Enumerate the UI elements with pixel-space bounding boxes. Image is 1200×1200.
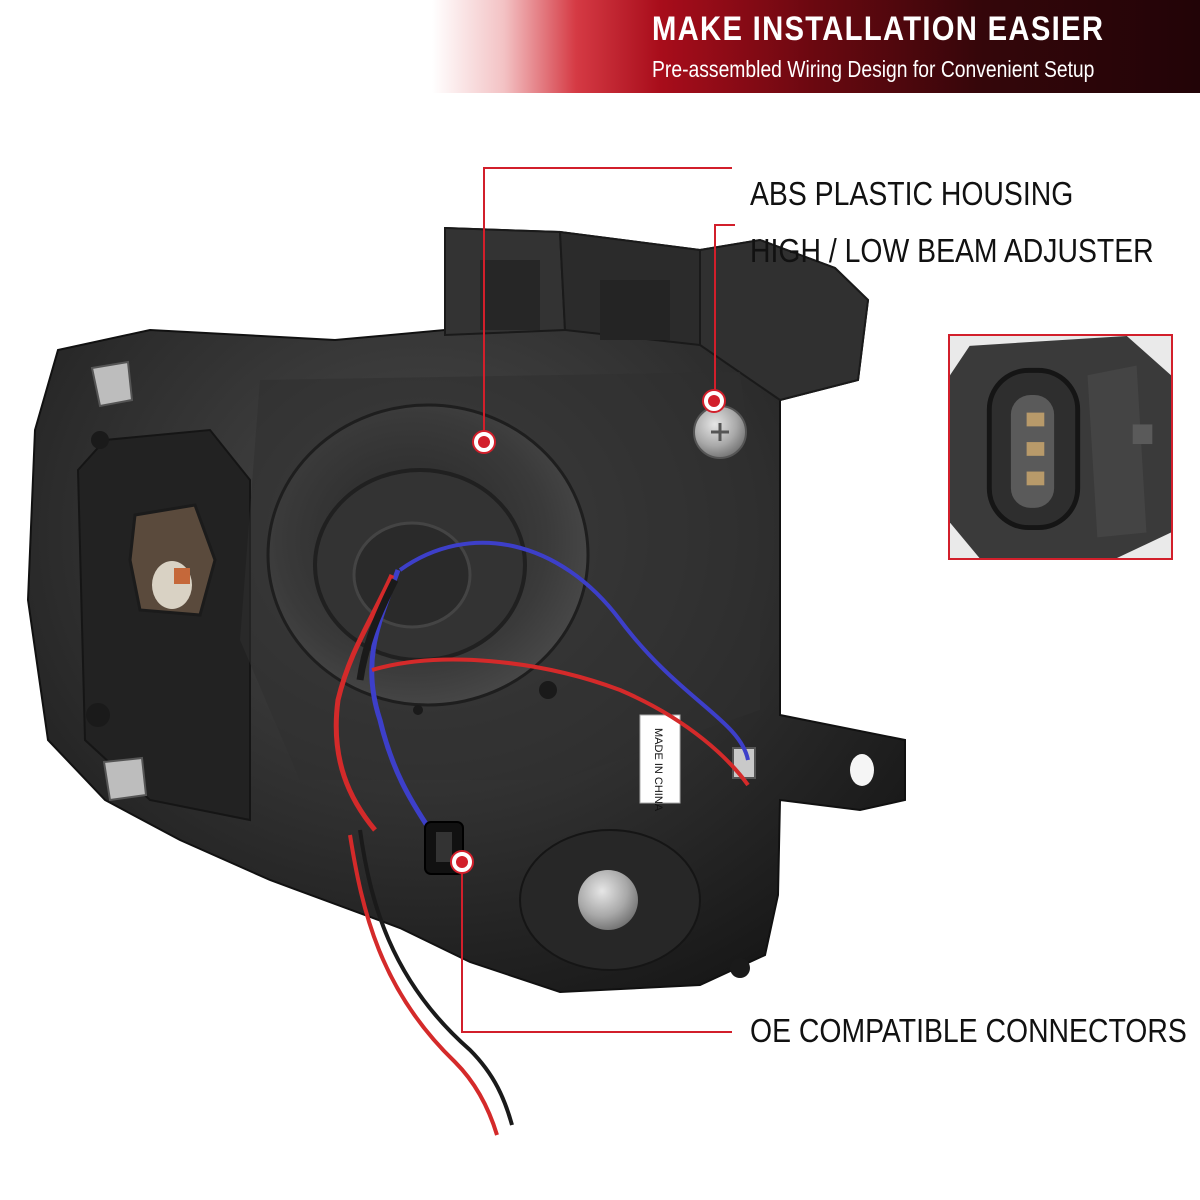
connector-closeup-inset — [948, 334, 1173, 560]
callout-oe-connectors: OE COMPATIBLE CONNECTORS — [750, 1012, 1187, 1049]
callout-abs-plastic-housing: ABS PLASTIC HOUSING — [750, 175, 1074, 212]
header-banner: MAKE INSTALLATION EASIER Pre-assembled W… — [0, 0, 1200, 93]
made-in-china-sticker: MADE IN CHINA — [652, 728, 664, 812]
banner-subtitle: Pre-assembled Wiring Design for Convenie… — [652, 56, 1095, 82]
banner-title: MAKE INSTALLATION EASIER — [652, 10, 1105, 48]
callout-beam-adjuster: HIGH / LOW BEAM ADJUSTER — [750, 232, 1154, 269]
connector-closeup-image — [950, 336, 1171, 558]
